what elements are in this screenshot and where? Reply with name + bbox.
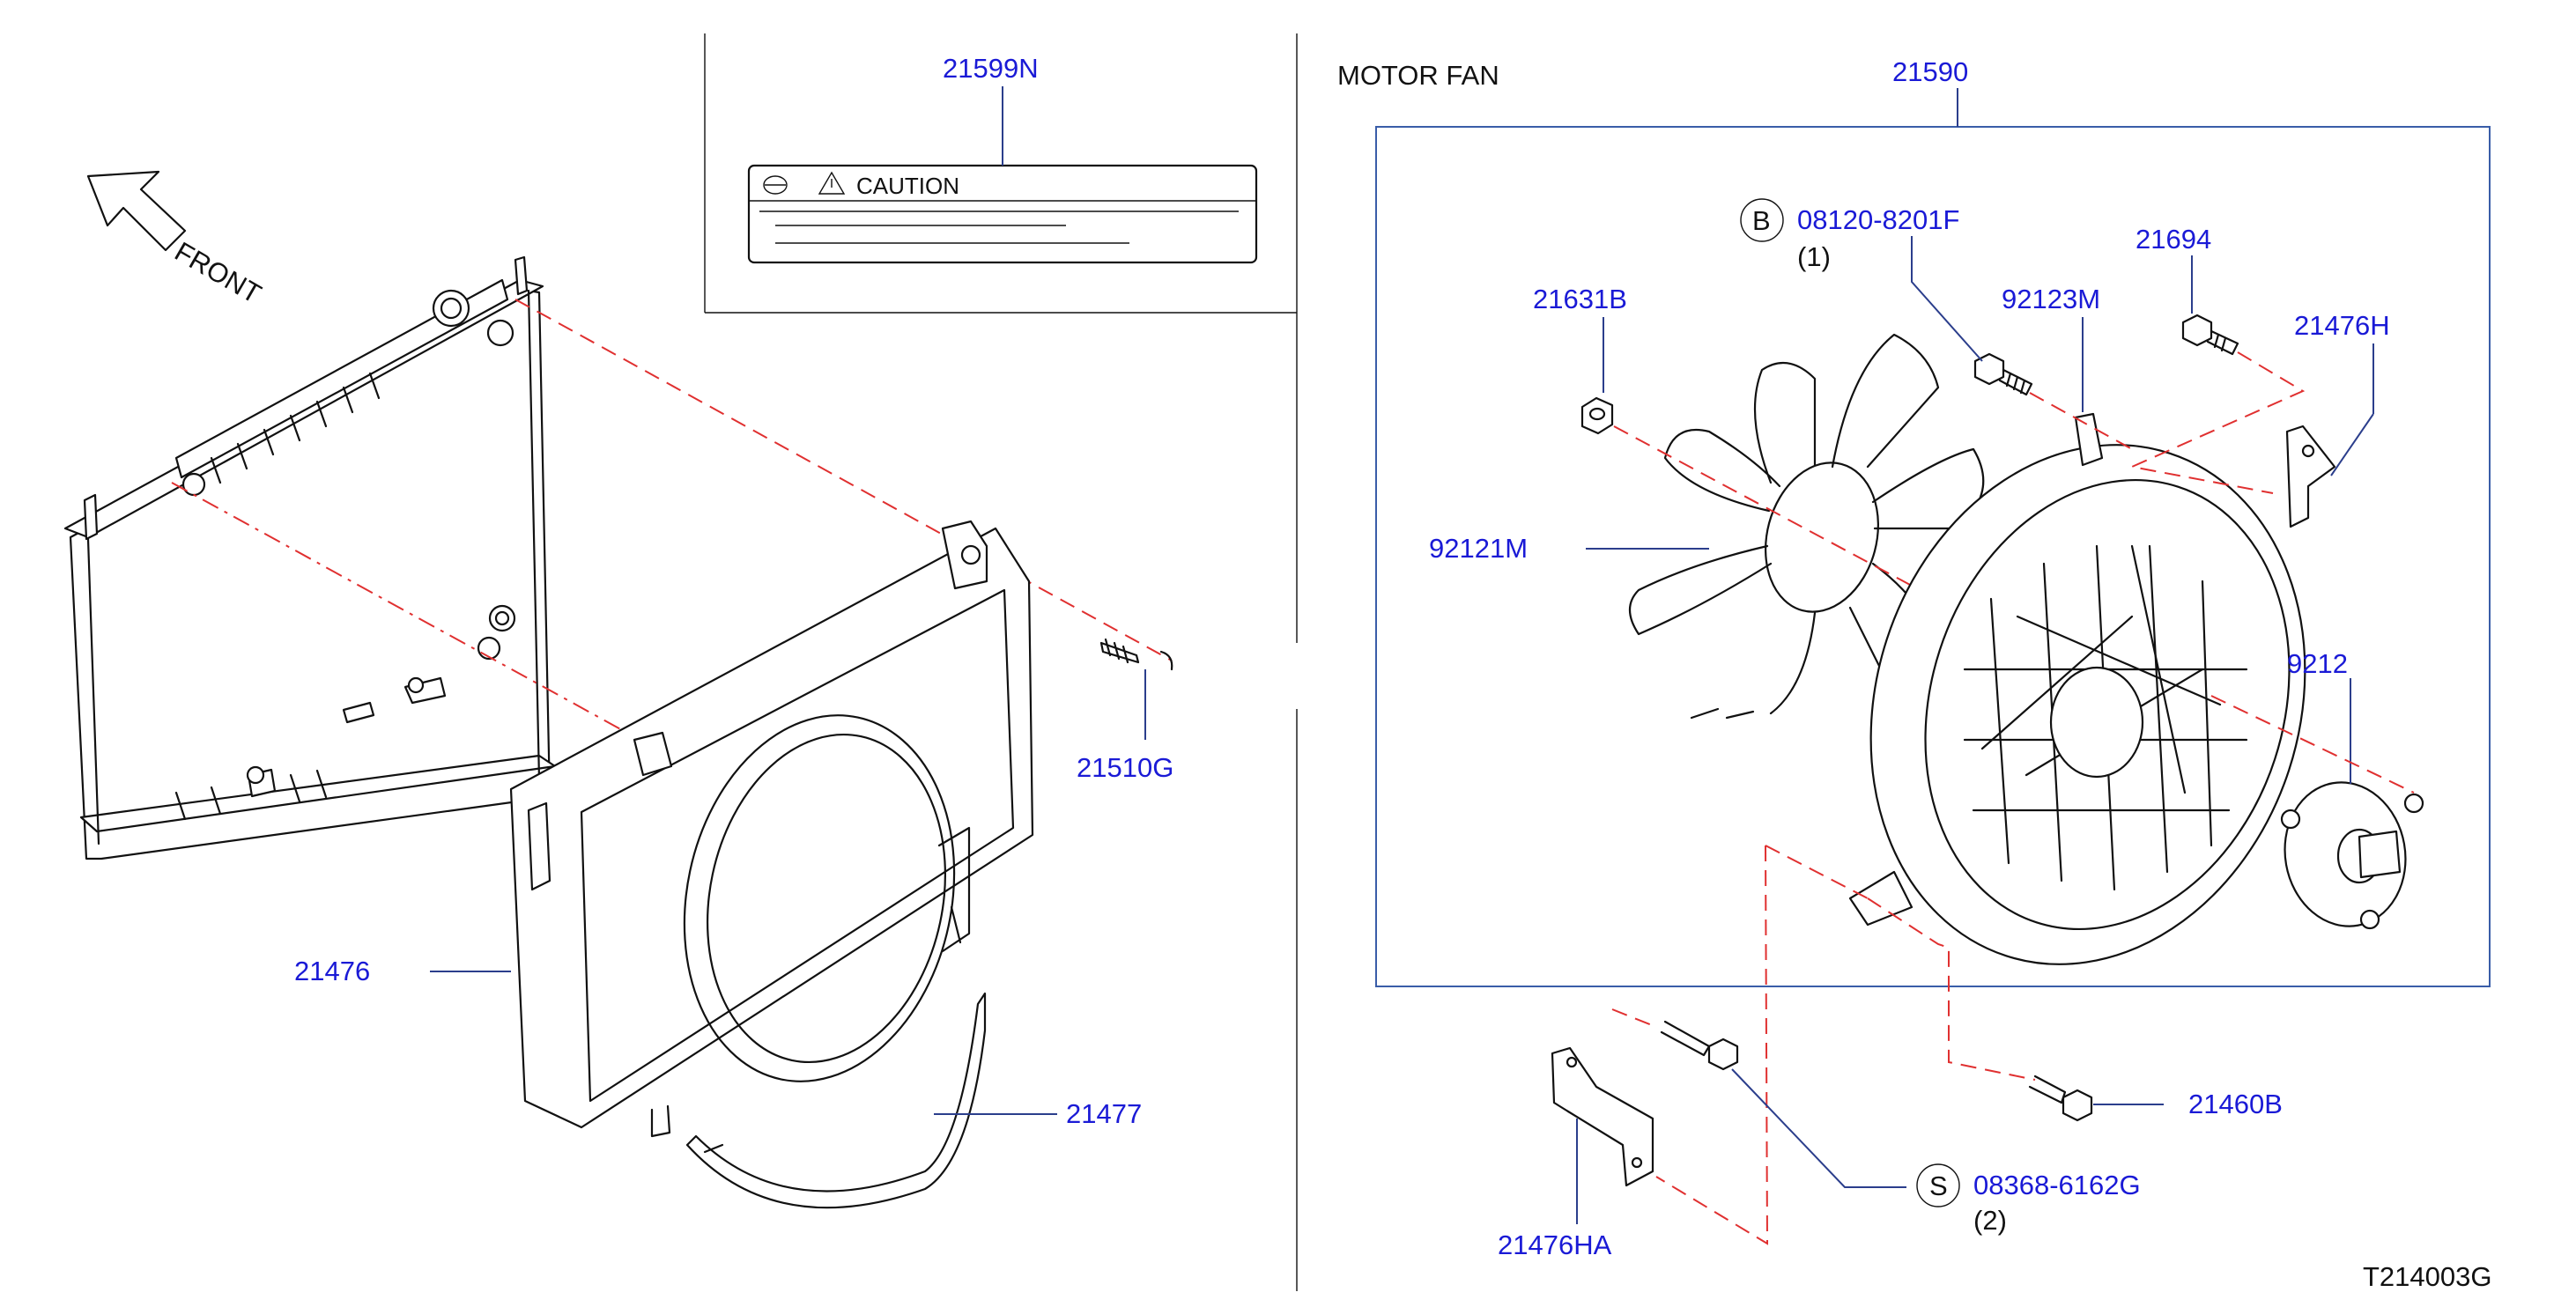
drawing-code: T214003G	[2363, 1261, 2492, 1292]
front-arrow-icon	[86, 170, 187, 252]
nut-part	[1580, 396, 1614, 435]
symbol-b-circle	[1740, 198, 1784, 242]
symbol-b: B	[1752, 205, 1771, 236]
part-08120-8201F[interactable]: 08120-8201F	[1797, 204, 1959, 235]
caution-label-part	[747, 164, 1258, 264]
part-9212x[interactable]: 9212	[2287, 648, 2348, 679]
part-08368-6162G[interactable]: 08368-6162G	[1973, 1170, 2141, 1200]
part-21631B[interactable]: 21631B	[1533, 284, 1627, 314]
part-21476H[interactable]: 21476H	[2294, 310, 2390, 341]
part-21590[interactable]: 21590	[1892, 56, 1968, 87]
bolt-21460B-part	[2028, 1074, 2093, 1122]
symbol-s-circle	[1916, 1163, 1960, 1207]
part-21510G[interactable]: 21510G	[1077, 752, 1173, 783]
part-21694[interactable]: 21694	[2136, 224, 2211, 255]
bracket-21476H-part	[2285, 425, 2336, 528]
bolt-s-part	[1660, 1020, 1739, 1071]
clip-part	[1099, 638, 1173, 671]
part-21599N[interactable]: 21599N	[943, 53, 1039, 84]
front-label: FRONT	[170, 236, 267, 310]
part-92121M[interactable]: 92121M	[1429, 533, 1528, 564]
part-92123M[interactable]: 92123M	[2002, 284, 2100, 314]
bolt-21694-part	[2181, 314, 2239, 356]
part-21477[interactable]: 21477	[1066, 1098, 1142, 1129]
motor-fan-assembly-frame	[1375, 126, 2491, 987]
fan-motor-part	[2280, 781, 2424, 930]
lower-shroud-part	[685, 992, 987, 1209]
qty-1: (1)	[1797, 241, 1831, 272]
fan-motor-shroud-part	[1848, 412, 2306, 965]
part-21460B[interactable]: 21460B	[2188, 1089, 2283, 1119]
part-21476[interactable]: 21476	[294, 956, 370, 986]
part-21476HA[interactable]: 21476HA	[1498, 1229, 1612, 1260]
bracket-21476HA-part	[1551, 1046, 1654, 1187]
qty-2: (2)	[1973, 1205, 2007, 1236]
warning-triangle-icon	[818, 171, 846, 195]
fan-shroud-part	[509, 520, 1034, 1138]
symbol-s: S	[1929, 1170, 1948, 1201]
section-dividers	[704, 33, 1298, 1291]
caution-text: CAUTION	[856, 173, 959, 199]
section-title: MOTOR FAN	[1337, 60, 1499, 91]
bolt-b-part	[1973, 352, 2033, 396]
radiator-part	[63, 255, 557, 860]
